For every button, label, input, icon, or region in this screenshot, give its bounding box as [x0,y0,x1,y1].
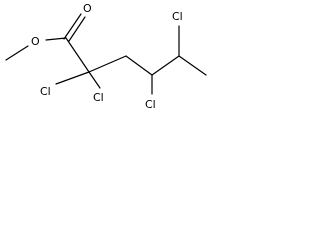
bonds [5,13,207,95]
atom-cl-c2-right: Cl [93,91,104,104]
atom-labels: O O Cl Cl Cl Cl [31,2,183,111]
bond-c1-o-carbonyl-b [68,16,86,42]
bond-c5-c6 [178,55,207,76]
bond-c4-c5 [151,55,180,76]
atom-cl-c5: Cl [172,10,183,23]
bond-c2-cl-right [88,71,101,89]
bond-c1-o-carbonyl-a [63,13,82,40]
atom-o-carbonyl: O [83,2,92,15]
bond-c2-c3 [88,55,127,73]
atom-cl-c4: Cl [145,98,156,111]
bond-c2-cl-left [55,71,90,85]
bond-methyl-o-ester [5,45,29,61]
structure-diagram: O O Cl Cl Cl Cl [5,2,207,111]
bond-c1-c2 [65,37,90,73]
bond-o-ester-c1 [45,37,67,41]
atom-cl-c2-left: Cl [40,85,51,98]
bond-c3-c4 [125,55,153,76]
atom-o-ester: O [31,35,40,48]
